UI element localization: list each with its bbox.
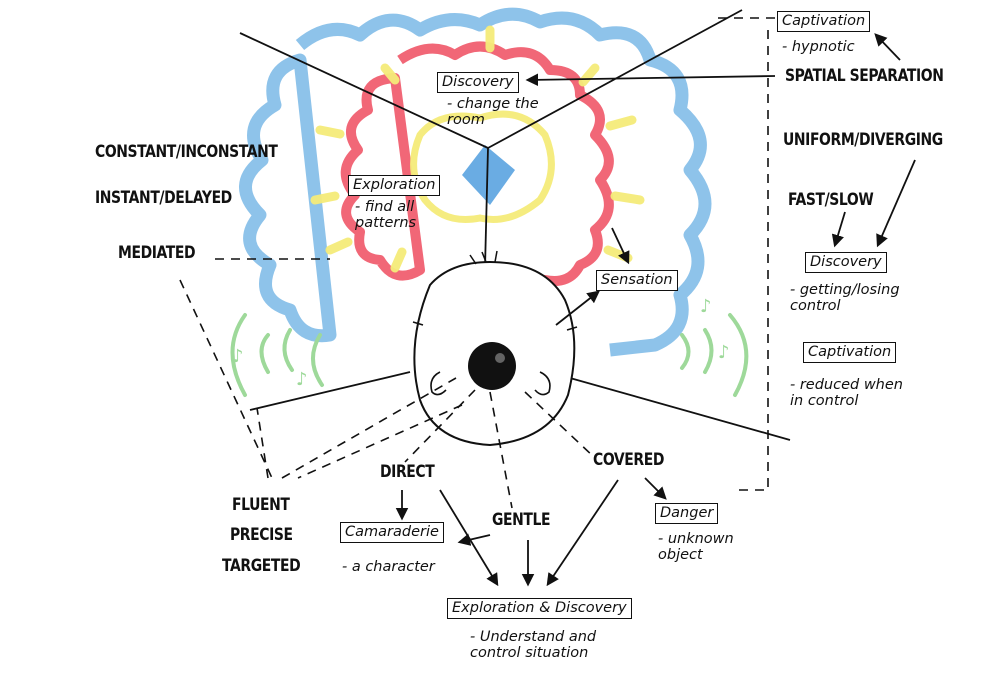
sound-waves-left [230,313,324,397]
box-exploration-inner: Exploration [348,175,441,196]
box-exploration-discovery: Exploration & Discovery [447,598,632,619]
box-discovery-inner: Discovery [437,72,519,93]
sub-captivation-right: - reduced when in control [790,377,903,409]
label-spatial-separation: SPATIAL SEPARATION [785,66,944,86]
sub-danger: - unknown object [658,531,734,563]
label-uniform-diverging: UNIFORM/DIVERGING [783,130,943,150]
box-discovery-right: Discovery [805,252,887,273]
svg-text:♪: ♪ [232,346,244,367]
label-covered: COVERED [593,450,664,470]
svg-text:♪: ♪ [700,296,712,317]
sub-discovery-right: - getting/losing control [790,282,900,314]
dashed-links [179,258,596,509]
sub-camaraderie: - a character [342,559,435,575]
svg-text:♪: ♪ [718,342,730,363]
label-mediated: MEDIATED [118,243,196,263]
box-camaraderie: Camaraderie [340,522,444,543]
sub-captivation-top: - hypnotic [782,39,855,55]
character-eye [468,342,516,390]
svg-text:♪: ♪ [296,369,308,390]
label-targeted: TARGETED [222,556,301,576]
sub-exploration-discovery: - Understand and control situation [470,629,597,661]
sound-waves-right [680,313,749,397]
yellow-rays [310,25,645,273]
right-panel-frame [718,17,775,491]
box-captivation-right: Captivation [803,342,897,363]
label-fluent: FLUENT [232,495,290,515]
label-direct: DIRECT [380,462,435,482]
label-fast-slow: FAST/SLOW [788,190,874,210]
box-captivation-top: Captivation [777,11,871,32]
blue-zone-outline [239,7,712,357]
sub-exploration-inner: - find all patterns [355,199,417,231]
room-walls [239,9,791,441]
label-constant-inconstant: CONSTANT/INCONSTANT [95,142,278,162]
sub-discovery-inner: - change the room [447,96,539,128]
music-note-icons: ♪ ♪ ♪ ♪ [232,296,730,390]
arrows [395,33,916,587]
label-instant-delayed: INSTANT/DELAYED [95,188,232,208]
label-gentle: GENTLE [492,510,551,530]
box-danger: Danger [655,503,719,524]
box-sensation: Sensation [596,270,678,291]
center-diamond [462,145,515,205]
character [412,250,578,447]
label-precise: PRECISE [230,525,293,545]
